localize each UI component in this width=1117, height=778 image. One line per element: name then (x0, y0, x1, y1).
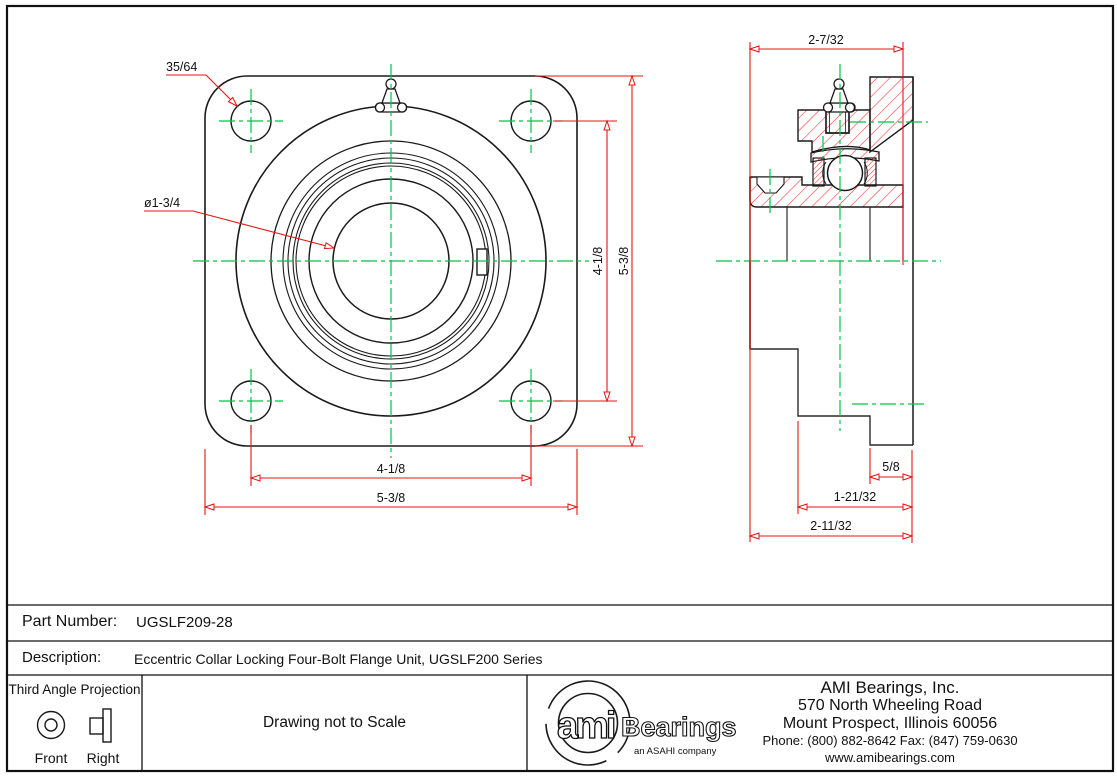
bearing-ball (826, 154, 864, 192)
dim-bolt-hole-dia: 35/64 (166, 60, 197, 74)
grease-passage (825, 110, 850, 134)
right-symbol-small (89, 717, 104, 735)
seal-right (864, 157, 877, 187)
dim-flange-height: 5-3/8 (617, 247, 631, 276)
dimension-labels-front: 35/64 ø1-3/4 4-1/8 5-3/8 4-1/8 5-3/8 (144, 60, 631, 505)
dimension-arrows-front (203, 74, 636, 511)
dimension-labels-side: 2-7/32 5/8 1-21/32 2-11/32 (808, 33, 899, 533)
right-section-view: 2-7/32 5/8 1-21/32 2-11/32 (716, 33, 941, 543)
dim-unit-width: 2-7/32 (808, 33, 843, 47)
centerlines-front (193, 64, 589, 458)
company-logo: ami Bearings an ASAHI company (545, 680, 737, 766)
sheet-frame (5, 4, 1115, 773)
logo-ami-text: ami (557, 705, 614, 747)
company-address1: 570 North Wheeling Road (797, 697, 983, 715)
dim-bolt-spacing-h: 4-1/8 (377, 462, 406, 476)
front-view: 35/64 ø1-3/4 4-1/8 5-3/8 4-1/8 5-3/8 (144, 60, 643, 515)
company-address2: Mount Prospect, Illinois 60056 (782, 714, 998, 732)
centerlines-side (716, 64, 941, 431)
dimensions-front (144, 74, 643, 515)
description-value: Eccentric Collar Locking Four-Bolt Flang… (134, 651, 543, 667)
front-symbol-inner (44, 718, 58, 732)
company-address-block: AMI Bearings, Inc. 570 North Wheeling Ro… (750, 678, 1030, 767)
logo-tagline: an ASAHI company (634, 746, 717, 757)
part-number-value: UGSLF209-28 (136, 614, 233, 631)
logo-bearings-text: Bearings (621, 712, 737, 742)
projection-front-label: Front (34, 750, 68, 766)
setscrew-tab (476, 248, 488, 276)
scale-note: Drawing not to Scale (262, 714, 407, 731)
dim-bolt-spacing-v: 4-1/8 (591, 247, 605, 276)
logo-outer-circle (545, 680, 631, 766)
lower-outline (749, 261, 913, 446)
flange-section (869, 76, 914, 154)
front-symbol-outer (36, 710, 66, 740)
logo-inner-circle (557, 692, 619, 754)
dimension-arrows-side (748, 45, 914, 540)
company-phone-fax: Phone: (800) 882-8642 Fax: (847) 759-063… (762, 732, 1018, 748)
description-label: Description: (22, 649, 102, 666)
right-symbol-tall (102, 708, 112, 743)
dim-base-to-flange: 1-21/32 (834, 490, 876, 504)
projection-right-label: Right (86, 750, 120, 766)
dim-bore-dia: ø1-3/4 (144, 196, 180, 210)
dim-overall-width: 2-11/32 (810, 519, 852, 533)
third-angle-symbols (36, 708, 112, 743)
company-name: AMI Bearings, Inc. (820, 678, 960, 697)
dim-flange-thickness: 5/8 (882, 460, 899, 474)
grease-fitting-side (822, 78, 856, 113)
company-website: www.amibearings.com (824, 749, 956, 765)
part-number-label: Part Number: (22, 613, 118, 630)
projection-title: Third Angle Projection (8, 682, 141, 697)
dim-flange-width: 5-3/8 (377, 491, 406, 505)
dimensions-side (749, 42, 913, 543)
